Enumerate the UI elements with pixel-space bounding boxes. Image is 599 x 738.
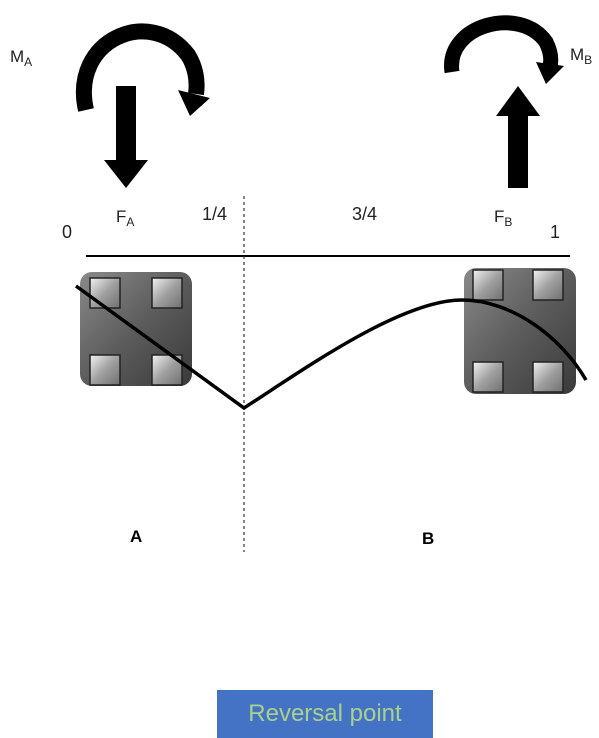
scale-label-zero: 0: [62, 222, 72, 242]
force-a-label: FA: [116, 207, 134, 229]
block-b-pad-icon: [532, 361, 564, 393]
deflection-curve: [74, 284, 588, 411]
block-b-pad-icon: [532, 269, 564, 301]
block-a-pad-icon: [151, 277, 183, 309]
force-b-arrowhead-icon: [496, 86, 540, 116]
scale-label-one: 1: [550, 222, 560, 242]
moment-a-arrowhead-icon: [178, 90, 210, 116]
moment-b-arrowhead-icon: [536, 62, 564, 84]
block-a-pad-icon: [89, 354, 121, 386]
reversal-point-badge: Reversal point: [217, 690, 433, 738]
moment-a-label: MA: [10, 47, 32, 69]
force-b-shaft: [508, 114, 528, 188]
moment-b-label: MB: [570, 45, 592, 67]
force-a-shaft: [116, 86, 136, 162]
scale-label-quarter: 1/4: [202, 204, 227, 224]
region-label-b: B: [422, 529, 434, 548]
force-b-label: FB: [494, 207, 512, 229]
reversal-point-label: Reversal point: [248, 700, 402, 727]
region-label-a: A: [130, 527, 142, 546]
moment-b-arc-icon: [444, 15, 559, 74]
block-b-pad-icon: [472, 361, 504, 393]
force-a-arrowhead-icon: [104, 160, 148, 188]
block-a-pad-icon: [89, 277, 121, 309]
block-b-pad-icon: [472, 269, 504, 301]
moment-a-arc-icon: [76, 23, 205, 112]
scale-label-three-quarter: 3/4: [352, 204, 377, 224]
